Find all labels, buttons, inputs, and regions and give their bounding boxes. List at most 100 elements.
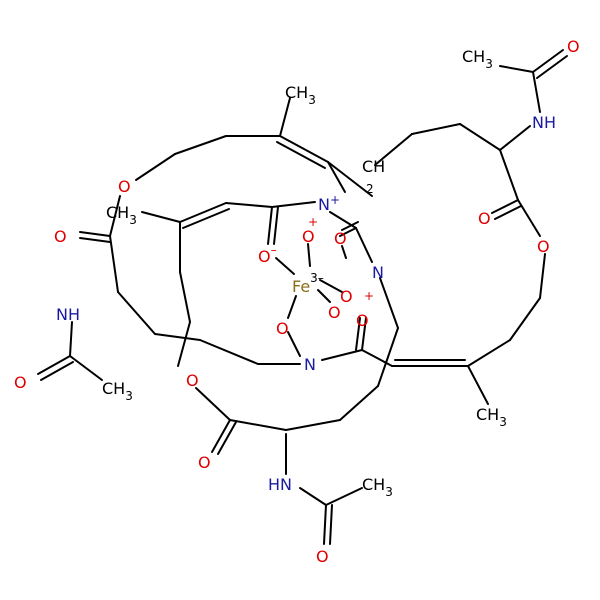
bond <box>195 387 231 421</box>
atom-n-right: N <box>372 263 384 282</box>
bond <box>285 419 341 431</box>
bond <box>279 135 329 163</box>
atom-ch3-top: CH3 <box>285 83 316 107</box>
bond <box>79 231 111 237</box>
bond <box>517 199 541 237</box>
atom-o-carbonyl-bottom: O <box>198 453 211 472</box>
bond <box>307 243 311 267</box>
atom-o-minus-left: O– <box>258 243 277 266</box>
bond <box>135 153 176 181</box>
bond <box>287 295 297 319</box>
bond <box>69 355 103 381</box>
atom-o-topright: O <box>567 37 580 56</box>
bond <box>361 317 367 351</box>
bond <box>361 349 393 367</box>
bond <box>532 49 564 73</box>
bond <box>199 339 259 365</box>
atom-o-plus-right: O <box>340 287 353 306</box>
atom-ch3-right-bottom: CH3 <box>476 405 507 429</box>
bond <box>299 487 327 506</box>
bond <box>79 237 111 243</box>
atom-hn-bottom: HN <box>268 475 292 494</box>
bond <box>141 211 181 223</box>
bond <box>539 253 546 299</box>
bond <box>374 133 413 166</box>
bond <box>229 419 287 431</box>
atom-o-acetyl-left: O <box>14 373 27 392</box>
bond <box>37 355 71 375</box>
atom-ch2-sub: 2 <box>366 182 374 196</box>
bond <box>69 321 73 357</box>
bond <box>494 205 522 220</box>
bond <box>536 55 568 79</box>
atom-o-near-n: O <box>328 303 341 322</box>
atom-o-carbonyl-left: O <box>54 227 67 246</box>
atom-o-plus-center-charge: + <box>308 215 318 229</box>
atom-o-plus-right-charge: + <box>364 289 374 303</box>
bond <box>532 71 541 113</box>
bond <box>341 221 359 231</box>
atom-ch3-bottom: CH3 <box>362 475 393 499</box>
atom-fe: Fe3– <box>292 271 324 296</box>
bond <box>154 333 201 341</box>
bond <box>276 141 326 169</box>
bond <box>499 65 534 73</box>
atom-ch2: CH <box>362 157 385 176</box>
bond <box>321 349 363 361</box>
bond <box>109 235 119 293</box>
bond <box>273 206 279 245</box>
bond <box>179 271 191 323</box>
atom-ch3-acetyl-left: CH3 <box>102 379 133 403</box>
bond <box>287 331 301 357</box>
bond <box>491 199 519 214</box>
bond <box>339 385 379 421</box>
bond <box>327 161 346 193</box>
atom-n-top: N+ <box>318 193 340 214</box>
bond <box>379 277 399 329</box>
bond <box>174 135 227 155</box>
bond <box>275 257 295 275</box>
bond <box>177 321 191 367</box>
bonds <box>37 49 568 545</box>
atom-o-carbonyl-right: O <box>478 209 491 228</box>
atom-o-double: O <box>356 311 369 330</box>
bond <box>279 97 291 137</box>
atom-ch3-left: CH3 <box>106 203 137 227</box>
atom-n-bottom: N <box>304 355 316 374</box>
bond <box>467 339 511 367</box>
bond <box>329 504 333 545</box>
atom-nh-left: NH <box>56 305 80 324</box>
bond <box>355 317 361 351</box>
bond <box>355 227 373 263</box>
atom-o-ring-bottom: O <box>186 371 199 390</box>
bond <box>323 504 327 545</box>
bond <box>509 297 541 341</box>
bond <box>341 245 347 259</box>
bond <box>377 327 399 387</box>
atom-o-ring-right: O <box>537 237 550 256</box>
bond <box>499 149 519 201</box>
atom-nh-right: NH <box>532 113 556 132</box>
bond <box>182 208 230 229</box>
bond <box>327 161 373 197</box>
bond <box>319 279 343 293</box>
bond <box>109 195 121 237</box>
atom-labels: CH3 O NH CH3 CH 2 O N+ O CH3 O O O– O + … <box>14 37 580 566</box>
atom-o-mid: O <box>334 229 347 248</box>
bond <box>339 227 357 237</box>
bond <box>317 289 331 303</box>
bond <box>225 202 273 208</box>
atom-ch3-topright: CH3 <box>462 47 493 71</box>
bond <box>325 487 363 506</box>
bond <box>117 291 156 335</box>
atom-o-ring-left: O <box>118 177 131 196</box>
bond <box>459 123 501 151</box>
bond <box>267 206 273 245</box>
bond <box>179 202 227 223</box>
atom-o-plus-center: O <box>302 227 315 246</box>
bond <box>499 125 531 151</box>
bond <box>40 361 74 381</box>
atom-o-bottom: O <box>316 547 329 566</box>
